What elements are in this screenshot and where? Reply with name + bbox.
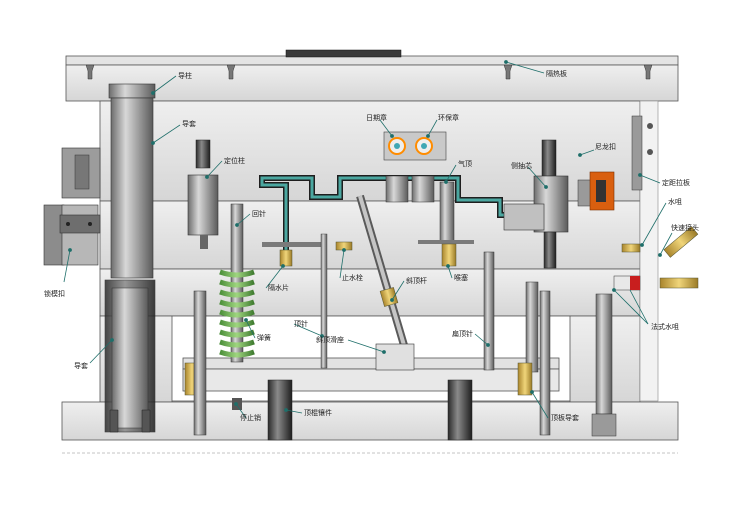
lifter (356, 194, 415, 371)
label-nylon-latch: 尼龙扣 (595, 143, 616, 151)
label-fixed-pull-plate: 定距拉板 (662, 179, 690, 187)
ejector-pins (320, 233, 539, 373)
bottom-clamp-plate (61, 401, 679, 441)
ejector-plate (182, 368, 560, 392)
label-spring: 弹簧 (257, 334, 271, 342)
label-lifter-slide: 斜顶滑座 (316, 336, 344, 344)
top-clamp-plate (65, 64, 679, 102)
label-air-valve: 气顶 (458, 160, 472, 168)
side-flange (639, 100, 659, 402)
air-valve (418, 181, 474, 267)
label-stop-pin: 停止销 (240, 414, 261, 422)
nylon-latch (577, 171, 615, 211)
label-insulation-plate: 隔热板 (546, 70, 567, 78)
label-side-core: 侧抽芯 (511, 162, 532, 170)
label-return-pin: 回针 (252, 210, 266, 218)
label-eco-stamp: 环保章 (438, 114, 459, 122)
side-core (503, 139, 569, 269)
label-ejector-guide-bush: 顶板导套 (551, 414, 579, 422)
guide-pillar-assembly (104, 83, 156, 433)
insulation-plate (65, 55, 679, 66)
label-ejector-pin: 顶针 (294, 320, 308, 328)
label-guide-bush-bottom: 导套 (74, 362, 88, 370)
ejector-guides (184, 290, 551, 441)
label-quick-connector: 快速接头 (671, 224, 699, 232)
label-flat-ejector: 扁顶针 (452, 330, 473, 338)
spring (219, 269, 255, 358)
right-guide-pin (591, 293, 617, 437)
lock-latch-assembly (43, 147, 101, 266)
label-european-nozzle: 法式水咀 (651, 323, 679, 331)
label-water-stop: 止水栓 (342, 274, 363, 282)
fixed-pull-plate (631, 115, 653, 191)
water-fittings (613, 226, 699, 291)
label-water-nozzle: 水咀 (668, 198, 682, 206)
label-sleeve: 喉塞 (454, 274, 468, 282)
top-screws (85, 64, 653, 80)
label-lock-latch: 锁模扣 (44, 290, 65, 298)
label-guide-pillar: 导柱 (178, 72, 192, 80)
stamps (383, 131, 447, 203)
label-ejector-insert: 顶棍镶件 (304, 409, 332, 417)
cooling-channel (259, 175, 526, 267)
locating-pillar (187, 139, 219, 249)
label-lifter-pin: 斜顶杆 (406, 277, 427, 285)
leader-lines (63, 60, 673, 419)
support-plate (99, 268, 641, 317)
label-date-stamp: 日期章 (366, 114, 387, 122)
label-baffle: 隔水片 (268, 284, 289, 292)
locating-ring (285, 49, 402, 58)
label-locating-pillar: 定位柱 (224, 157, 245, 165)
label-guide-bush-top: 导套 (182, 120, 196, 128)
